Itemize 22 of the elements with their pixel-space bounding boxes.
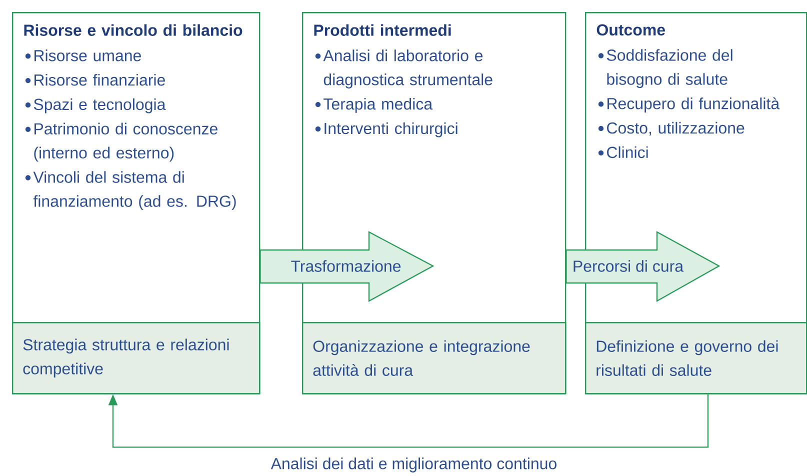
bullet-item: Clinici bbox=[598, 146, 648, 158]
bullet-item: Risorse finanziarie bbox=[25, 74, 165, 86]
box-title: Risorse e vincolo di bilancio bbox=[24, 24, 242, 36]
edge-label: Analisi dei dati e miglioramento continuo bbox=[270, 458, 556, 472]
bullet-item: Interventi chirurgici bbox=[315, 122, 458, 138]
footer-band: Definizione e governo dei risultati di salute bbox=[585, 322, 807, 394]
feedback-arrow bbox=[108, 394, 709, 448]
bullet-item: Soddisfazione del bisogno di salute bbox=[598, 49, 732, 88]
bullet-item: Spazi e tecnologia bbox=[25, 98, 166, 114]
bullet-item: Analisi di laboratorio e diagnostica strumentale bbox=[315, 50, 492, 88]
footer-band: Organizzazione e integrazione attività di cura bbox=[302, 322, 566, 394]
footer-band: Strategia struttura e relazioni competitive bbox=[12, 322, 260, 394]
bullet-item: Vincoli del sistema di finanziamento (ad es. DRG) bbox=[25, 171, 236, 210]
bullet-item: Patrimonio di conoscenze (interno ed esterno) bbox=[25, 122, 218, 162]
edge-label: Percorsi di cura bbox=[574, 260, 684, 272]
box-title: Outcome bbox=[596, 24, 665, 36]
bullet-item: Costo, utilizzazione bbox=[598, 122, 744, 136]
box-title: Prodotti intermedi bbox=[314, 24, 451, 36]
bullet-item: Risorse umane bbox=[25, 50, 141, 62]
edge-label: Trasformazione bbox=[291, 260, 401, 272]
bullet-item: Terapia medica bbox=[315, 98, 433, 113]
bullet-item: Recupero di funzionalità bbox=[598, 97, 780, 112]
